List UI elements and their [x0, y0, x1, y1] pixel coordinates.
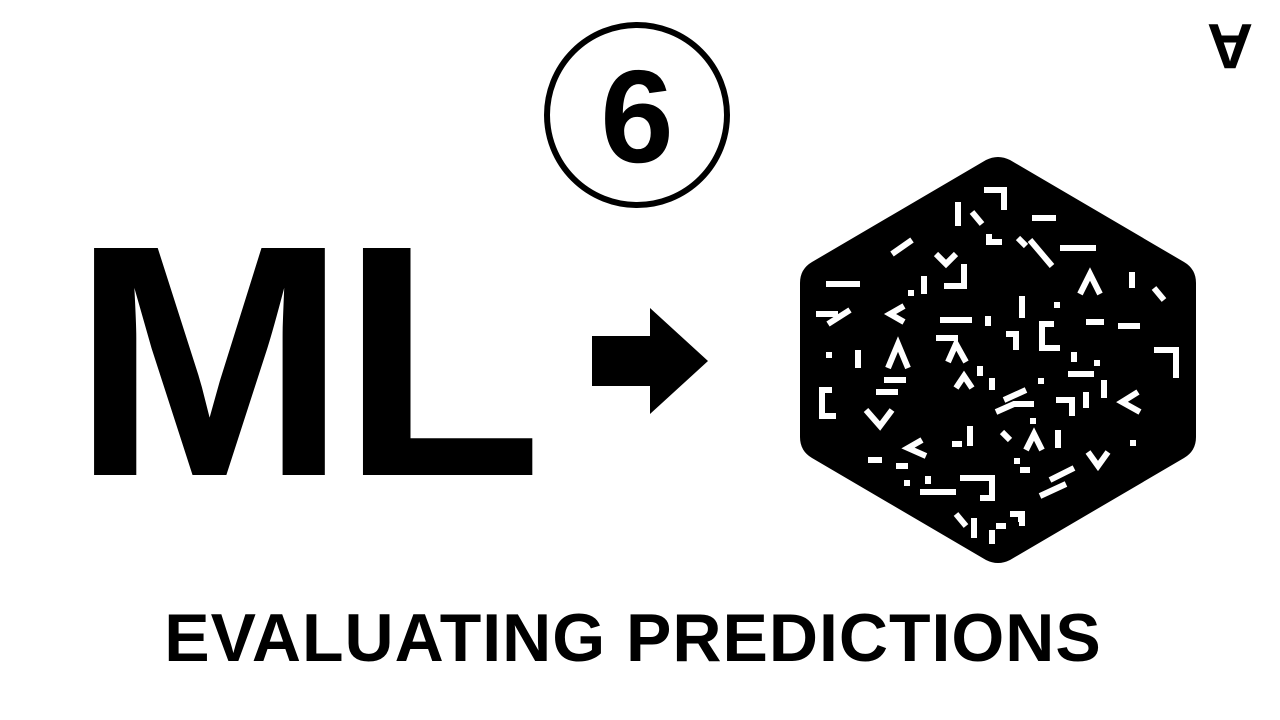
hexagon-glyph-pattern-icon: [800, 157, 1196, 563]
right-arrow-icon: [592, 308, 708, 414]
page-title: ML: [72, 176, 542, 545]
brand-logo: A: [1204, 10, 1256, 82]
page-subtitle: EVALUATING PREDICTIONS: [164, 600, 1102, 676]
brand-logo-letter: A: [1206, 10, 1254, 82]
episode-number-badge: 6: [544, 22, 730, 208]
episode-number: 6: [600, 43, 674, 190]
